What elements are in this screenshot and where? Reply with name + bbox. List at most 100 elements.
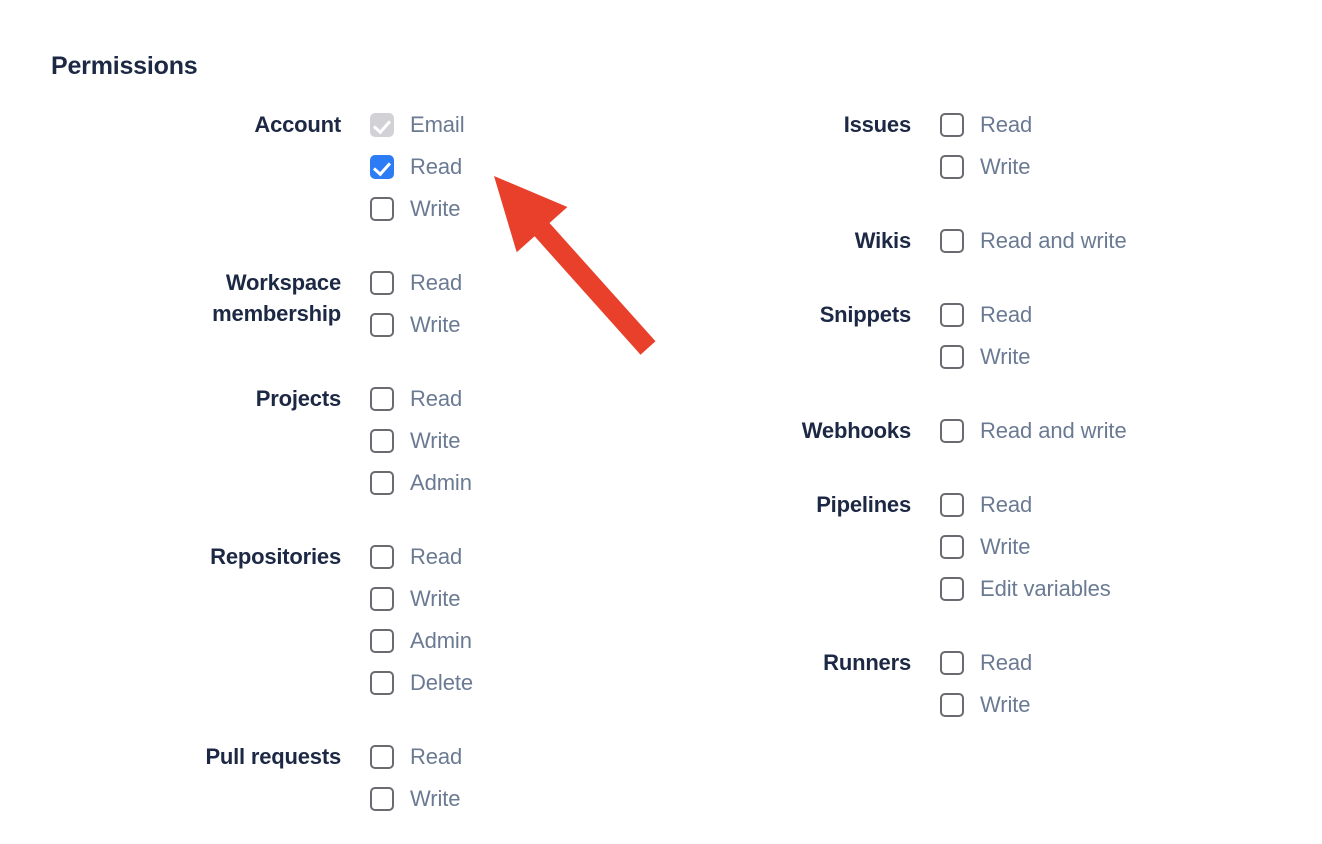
permission-option-workspace-membership-read[interactable]: Read xyxy=(370,262,462,304)
group-label-snippets: Snippets xyxy=(819,302,912,327)
group-label-runners: Runners xyxy=(823,650,911,675)
permission-option-issues-write[interactable]: Write xyxy=(940,146,1032,188)
permission-option-repositories-read[interactable]: Read xyxy=(370,536,473,578)
checkbox-snippets-read[interactable] xyxy=(940,303,964,327)
checkbox-pipelines-write[interactable] xyxy=(940,535,964,559)
permission-option-pipelines-read[interactable]: Read xyxy=(940,484,1111,526)
option-label-account-read: Read xyxy=(410,154,463,179)
option-label-pull-requests-write: Write xyxy=(410,786,461,811)
permission-option-pipelines-edit-variables[interactable]: Edit variables xyxy=(940,568,1111,610)
checkbox-pull-requests-write[interactable] xyxy=(370,787,394,811)
checkbox-pipelines-edit-variables[interactable] xyxy=(940,577,964,601)
option-label-repositories-delete: Delete xyxy=(410,670,473,695)
checkbox-repositories-delete[interactable] xyxy=(370,671,394,695)
option-label-pipelines-edit-variables: Edit variables xyxy=(980,576,1111,601)
option-label-snippets-read: Read xyxy=(980,302,1033,327)
permission-option-repositories-delete[interactable]: Delete xyxy=(370,662,473,704)
checkbox-repositories-write[interactable] xyxy=(370,587,394,611)
checkbox-runners-read[interactable] xyxy=(940,651,964,675)
group-label-account: Account xyxy=(254,112,341,137)
option-label-account-email: Email xyxy=(410,112,465,137)
option-label-account-write: Write xyxy=(410,196,461,221)
permission-option-workspace-membership-write[interactable]: Write xyxy=(370,304,462,346)
checkbox-workspace-membership-write[interactable] xyxy=(370,313,394,337)
permission-group-webhooks: Webhooks Read and write xyxy=(660,410,1322,452)
option-label-repositories-read: Read xyxy=(410,544,463,569)
permission-option-runners-read[interactable]: Read xyxy=(940,642,1032,684)
checkbox-checked-icon-account-read[interactable] xyxy=(370,155,394,179)
option-label-pipelines-read: Read xyxy=(980,492,1033,517)
permission-option-pull-requests-read[interactable]: Read xyxy=(370,736,462,778)
checkbox-repositories-read[interactable] xyxy=(370,545,394,569)
group-label-workspace-membership: Workspace membership xyxy=(212,270,341,326)
checkbox-issues-write[interactable] xyxy=(940,155,964,179)
permission-option-projects-admin[interactable]: Admin xyxy=(370,462,472,504)
checkbox-issues-read[interactable] xyxy=(940,113,964,137)
option-label-runners-read: Read xyxy=(980,650,1033,675)
option-label-snippets-write: Write xyxy=(980,344,1031,369)
permission-option-pull-requests-write[interactable]: Write xyxy=(370,778,462,820)
group-label-pipelines: Pipelines xyxy=(816,492,911,517)
permission-option-account-email: Email xyxy=(370,104,465,146)
permission-options-webhooks: Read and write xyxy=(940,410,1127,452)
option-label-projects-read: Read xyxy=(410,386,463,411)
option-label-projects-write: Write xyxy=(410,428,461,453)
permission-option-webhooks-read-and-write[interactable]: Read and write xyxy=(940,410,1127,452)
option-label-wikis-read-and-write: Read and write xyxy=(980,228,1127,253)
checkbox-snippets-write[interactable] xyxy=(940,345,964,369)
group-label-wikis: Wikis xyxy=(854,228,911,253)
permission-option-projects-write[interactable]: Write xyxy=(370,420,472,462)
permission-option-issues-read[interactable]: Read xyxy=(940,104,1032,146)
option-label-pull-requests-read: Read xyxy=(410,744,463,769)
permission-option-snippets-read[interactable]: Read xyxy=(940,294,1032,336)
option-label-issues-read: Read xyxy=(980,112,1033,137)
group-label-webhooks: Webhooks xyxy=(801,418,911,443)
option-label-webhooks-read-and-write: Read and write xyxy=(980,418,1127,443)
group-label-projects: Projects xyxy=(255,386,341,411)
option-label-issues-write: Write xyxy=(980,154,1031,179)
permission-option-account-write[interactable]: Write xyxy=(370,188,465,230)
checkbox-workspace-membership-read[interactable] xyxy=(370,271,394,295)
permission-option-account-read[interactable]: Read xyxy=(370,146,465,188)
permission-option-runners-write[interactable]: Write xyxy=(940,684,1032,726)
option-label-repositories-write: Write xyxy=(410,586,461,611)
checkbox-wikis-read-and-write[interactable] xyxy=(940,229,964,253)
checkbox-projects-write[interactable] xyxy=(370,429,394,453)
group-label-issues: Issues xyxy=(843,112,911,137)
checkbox-checked-icon-account-email xyxy=(370,113,394,137)
checkbox-account-write[interactable] xyxy=(370,197,394,221)
permission-option-projects-read[interactable]: Read xyxy=(370,378,472,420)
option-label-runners-write: Write xyxy=(980,692,1031,717)
permission-option-repositories-write[interactable]: Write xyxy=(370,578,473,620)
checkbox-projects-admin[interactable] xyxy=(370,471,394,495)
permission-group-wikis: Wikis Read and write xyxy=(660,220,1322,262)
permission-option-pipelines-write[interactable]: Write xyxy=(940,526,1111,568)
permission-option-snippets-write[interactable]: Write xyxy=(940,336,1032,378)
checkbox-pull-requests-read[interactable] xyxy=(370,745,394,769)
checkbox-projects-read[interactable] xyxy=(370,387,394,411)
checkbox-pipelines-read[interactable] xyxy=(940,493,964,517)
permission-option-wikis-read-and-write[interactable]: Read and write xyxy=(940,220,1127,262)
option-label-pipelines-write: Write xyxy=(980,534,1031,559)
permission-option-repositories-admin[interactable]: Admin xyxy=(370,620,473,662)
checkbox-webhooks-read-and-write[interactable] xyxy=(940,419,964,443)
checkbox-runners-write[interactable] xyxy=(940,693,964,717)
permission-options-wikis: Read and write xyxy=(940,220,1127,262)
checkbox-repositories-admin[interactable] xyxy=(370,629,394,653)
